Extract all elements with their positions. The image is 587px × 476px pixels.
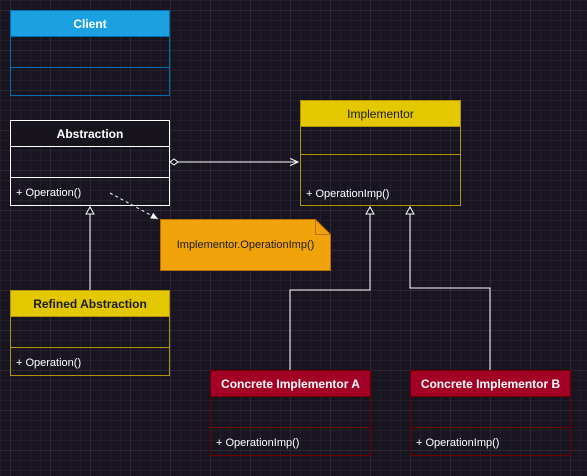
class-implementor[interactable]: Implementor + OperationImp() [300, 100, 461, 206]
class-concrete-implementor-b-title: Concrete Implementor B [411, 371, 570, 397]
class-concrete-implementor-a[interactable]: Concrete Implementor A + OperationImp() [210, 370, 371, 456]
note-shape[interactable] [160, 219, 331, 271]
inheritance-triangle-icon [405, 205, 415, 215]
class-abstraction-title: Abstraction [11, 121, 169, 147]
class-abstraction-divider [11, 177, 169, 178]
class-concrete-implementor-b[interactable]: Concrete Implementor B + OperationImp() [410, 370, 571, 456]
class-abstraction-operation: + Operation() [16, 187, 82, 199]
class-client-title: Client [11, 11, 169, 37]
class-implementor-title: Implementor [301, 101, 460, 127]
class-concrete-implementor-a-operation: + OperationImp() [216, 437, 300, 449]
class-client-divider [11, 67, 169, 68]
class-implementor-operation: + OperationImp() [306, 188, 390, 200]
inheritance-triangle-icon [365, 205, 375, 215]
aggregation-diamond-icon [169, 158, 179, 166]
class-implementor-divider [301, 154, 460, 155]
class-concrete-implementor-a-divider [211, 427, 370, 428]
class-refined-abstraction-divider [11, 347, 169, 348]
connector-concrete-b-inherits[interactable] [409, 214, 491, 370]
connector-concrete-a-inherits[interactable] [289, 214, 371, 370]
class-abstraction[interactable]: Abstraction + Operation() [10, 120, 170, 206]
class-concrete-implementor-a-title: Concrete Implementor A [211, 371, 370, 397]
class-refined-abstraction-title: Refined Abstraction [11, 291, 169, 317]
inheritance-triangle-icon [85, 205, 95, 215]
note-text: Implementor.OperationImp() [176, 239, 315, 251]
class-refined-abstraction-operation: + Operation() [16, 357, 82, 369]
class-refined-abstraction[interactable]: Refined Abstraction + Operation() [10, 290, 170, 376]
class-concrete-implementor-b-operation: + OperationImp() [416, 437, 500, 449]
class-client[interactable]: Client [10, 10, 170, 96]
class-concrete-implementor-b-divider [411, 427, 570, 428]
